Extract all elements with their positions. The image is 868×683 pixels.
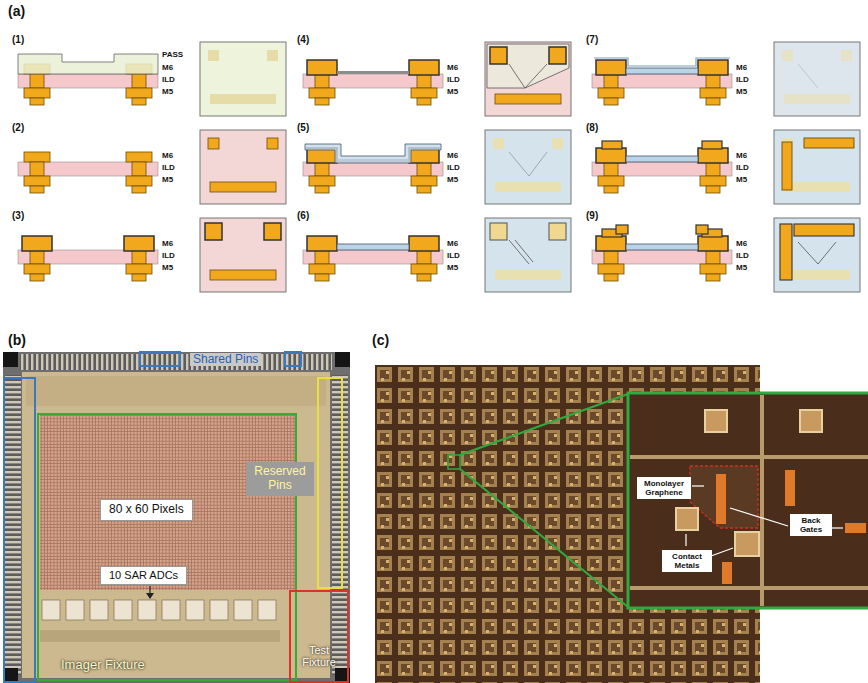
- layer-name: ILD: [162, 76, 175, 85]
- label-text: 10 SAR ADCs: [109, 569, 178, 582]
- pin-group-label: Shared Pins: [190, 353, 261, 366]
- imager-fixture-region: Imager Fixture 80 x 60 Pixels 10 SAR ADCs: [37, 413, 297, 681]
- label-text: 80 x 60 Pixels: [109, 503, 184, 517]
- process-top-views: [200, 42, 860, 292]
- layer-name: M6: [162, 152, 173, 161]
- pixel-array-label: 80 x 60 Pixels: [100, 499, 193, 521]
- layer-name: M5: [162, 88, 173, 97]
- layer-name: M6: [447, 152, 458, 161]
- panel-letter: (c): [372, 333, 389, 348]
- step-number: (4): [297, 34, 309, 45]
- label-text: Back Gates: [792, 516, 830, 534]
- layer-name: ILD: [447, 76, 460, 85]
- layer-name: M5: [447, 88, 458, 97]
- layer-name: M6: [162, 240, 173, 249]
- layer-name: M5: [447, 264, 458, 273]
- layer-name: ILD: [162, 252, 175, 261]
- layer-name: M5: [736, 176, 747, 185]
- step-number: (7): [586, 34, 598, 45]
- step-number: (5): [297, 122, 309, 133]
- layer-name: M5: [736, 88, 747, 97]
- layer-name: ILD: [447, 252, 460, 261]
- layer-name: PASS: [162, 51, 183, 60]
- step-number: (6): [297, 210, 309, 221]
- layer-name: M6: [736, 240, 747, 249]
- panel-letter: (a): [8, 4, 25, 19]
- step-number: (2): [12, 122, 24, 133]
- label-text: Imager Fixture: [61, 658, 145, 673]
- panel-letter: (b): [8, 333, 26, 348]
- adc-label: 10 SAR ADCs: [100, 566, 187, 585]
- layer-name: M6: [736, 64, 747, 73]
- reserved-pins-label: Reserved Pins: [246, 462, 314, 496]
- layer-name: ILD: [162, 164, 175, 173]
- callout-box: Back Gates: [790, 514, 832, 536]
- layer-name: ILD: [447, 164, 460, 173]
- layer-name: M5: [162, 176, 173, 185]
- process-cross-sections: [18, 54, 732, 281]
- layer-name: M6: [447, 64, 458, 73]
- step-number: (9): [586, 210, 598, 221]
- layer-name: M6: [447, 240, 458, 249]
- label-text: Reserved Pins: [251, 465, 309, 493]
- layer-name: ILD: [736, 76, 749, 85]
- layer-name: ILD: [736, 252, 749, 261]
- layer-name: M5: [447, 176, 458, 185]
- layer-name: M5: [162, 264, 173, 273]
- callout-box: Monolayer Graphene: [637, 477, 691, 499]
- layer-name: M6: [736, 152, 747, 161]
- layer-name: ILD: [736, 164, 749, 173]
- layer-name: M6: [162, 64, 173, 73]
- test-fixture-region: Test Fixture: [289, 590, 349, 683]
- device-array-photo: [375, 365, 868, 683]
- step-number: (3): [12, 210, 24, 221]
- step-number: (8): [586, 122, 598, 133]
- layer-name: M5: [736, 264, 747, 273]
- label-text: Contact Metals: [664, 552, 710, 570]
- chip-photo: [3, 352, 350, 683]
- callout-box: Contact Metals: [662, 550, 712, 572]
- label-text: Monolayer Graphene: [639, 479, 689, 497]
- step-number: (1): [12, 34, 24, 45]
- label-text: Test Fixture: [293, 644, 345, 669]
